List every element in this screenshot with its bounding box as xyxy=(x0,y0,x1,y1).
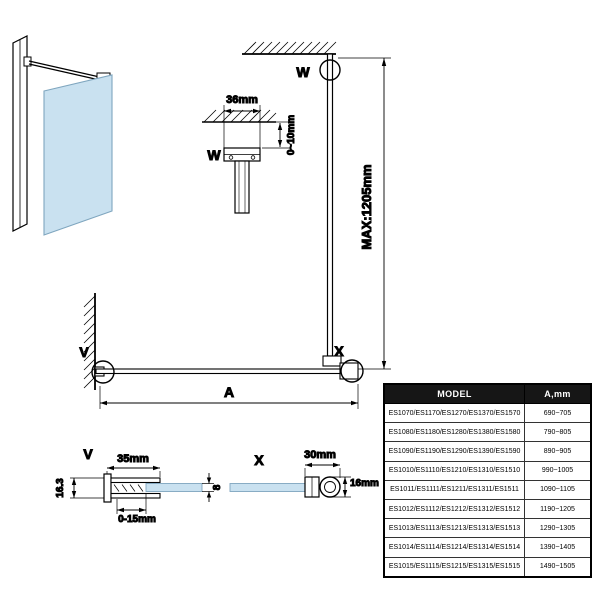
table-row: ES1080/ES1180/ES1280/ES1380/ES1580 790~8… xyxy=(383,422,592,443)
detail-x-view: X 30mm 16mm xyxy=(229,449,380,498)
table-row: ES1070/ES1170/ES1270/ES1370/ES1570 690~7… xyxy=(383,402,592,424)
model-cell: ES1070/ES1170/ES1270/ES1370/ES1570 xyxy=(383,402,525,424)
callout-circle-x xyxy=(340,359,364,383)
model-table: MODEL A,mm ES1070/ES1170/ES1270/ES1370/E… xyxy=(383,383,592,578)
col-header-model: MODEL xyxy=(383,383,525,404)
model-cell: ES1015/ES1115/ES1215/ES1315/ES1515 xyxy=(383,556,525,578)
a-cell: 1290~1305 xyxy=(524,518,592,539)
table-header-row: MODEL A,mm xyxy=(383,383,592,404)
callout-w-label: W xyxy=(296,64,310,80)
table-row: ES1012/ES1112/ES1212/ES1312/ES1512 1190~… xyxy=(383,498,592,520)
glass-section-v xyxy=(145,483,203,492)
callout-v-label: V xyxy=(79,344,89,360)
glass-section-x xyxy=(229,483,308,492)
a-cell: 1190~1205 xyxy=(524,498,592,520)
glass-panel xyxy=(43,74,113,236)
table-row: ES1011/ES1111/ES1211/ES1311/ES1511 1090~… xyxy=(383,479,592,500)
dim-0-10mm: 0~10mm xyxy=(262,114,298,156)
tube-section-inner xyxy=(324,481,336,493)
dim-16-3: 16.3 xyxy=(55,477,104,499)
detail-v-view: V 35mm 16.3 xyxy=(55,446,224,526)
a-cell: 890~905 xyxy=(524,441,592,462)
support-tube-section xyxy=(234,160,250,214)
a-cell: 990~1005 xyxy=(524,460,592,481)
glass-plan xyxy=(95,368,347,375)
gasket-hatch xyxy=(113,484,144,492)
dim-35mm: 35mm xyxy=(106,453,161,477)
dim-35mm-label: 35mm xyxy=(117,453,149,465)
dim-0-15mm-label: 0-15mm xyxy=(118,514,156,525)
callout-circle-v xyxy=(91,360,115,384)
plan-view: V X A xyxy=(79,293,364,409)
model-cell: ES1013/ES1113/ES1213/ES1313/ES1513 xyxy=(383,518,525,539)
table-row: ES1010/ES1110/ES1210/ES1310/ES1510 990~1… xyxy=(383,460,592,481)
table-row: ES1015/ES1115/ES1215/ES1315/ES1515 1490~… xyxy=(383,556,592,578)
bracket-screw xyxy=(228,155,234,160)
dim-36mm-label: 36mm xyxy=(226,94,258,106)
support-tube xyxy=(326,53,334,357)
ceiling-hatch-right xyxy=(243,41,337,55)
dim-16-3-label: 16.3 xyxy=(55,478,66,498)
dim-16mm: 16mm xyxy=(332,476,380,498)
detail-w-view: 36mm 0~10mm W xyxy=(202,94,298,214)
profile-bottom-plate xyxy=(110,492,161,499)
dim-a: A xyxy=(99,384,359,409)
dim-a-label: A xyxy=(224,384,234,400)
dim-0-10mm-label: 0~10mm xyxy=(286,115,297,155)
elevation-view: W MAX:1205mm xyxy=(242,41,391,370)
dim-max-label: MAX:1205mm xyxy=(359,164,374,249)
tube-elbow xyxy=(322,355,342,367)
iso-view xyxy=(12,35,113,236)
detail-v-label: V xyxy=(83,446,93,462)
table-row: ES1090/ES1190/ES1290/ES1390/ES1590 890~9… xyxy=(383,441,592,462)
dim-max: MAX:1205mm xyxy=(338,57,391,370)
model-cell: ES1090/ES1190/ES1290/ES1390/ES1590 xyxy=(383,441,525,462)
col-header-a: A,mm xyxy=(524,383,592,404)
dim-30mm-label: 30mm xyxy=(304,449,336,461)
detail-w-label: W xyxy=(207,147,221,163)
end-clamp-plan xyxy=(339,362,359,380)
a-cell: 690~705 xyxy=(524,402,592,424)
dim-0-15mm: 0-15mm xyxy=(116,493,157,526)
detail-x-label: X xyxy=(254,452,264,468)
support-bar xyxy=(28,60,105,79)
a-cell: 1390~1405 xyxy=(524,537,592,558)
wall-hatch xyxy=(83,295,96,389)
ceiling-hatch xyxy=(203,109,277,123)
table-row: ES1014/ES1114/ES1214/ES1314/ES1514 1390~… xyxy=(383,537,592,558)
tube-section-outer xyxy=(319,476,341,498)
model-cell: ES1011/ES1111/ES1211/ES1311/ES1511 xyxy=(383,479,525,500)
dim-16mm-label: 16mm xyxy=(350,478,379,489)
bracket-screw xyxy=(250,155,256,160)
dim-36mm: 36mm xyxy=(223,94,261,148)
model-cell: ES1080/ES1180/ES1280/ES1380/ES1580 xyxy=(383,422,525,443)
dim-8-label: 8 xyxy=(212,484,223,490)
profile-top-plate xyxy=(110,477,161,484)
dim-8: 8 xyxy=(202,473,224,502)
model-cell: ES1012/ES1112/ES1212/ES1312/ES1512 xyxy=(383,498,525,520)
model-cell: ES1010/ES1110/ES1210/ES1310/ES1510 xyxy=(383,460,525,481)
a-cell: 1490~1505 xyxy=(524,556,592,578)
table-row: ES1013/ES1113/ES1213/ES1313/ES1513 1290~… xyxy=(383,518,592,539)
callout-x-label: X xyxy=(334,343,344,359)
a-cell: 1090~1105 xyxy=(524,479,592,500)
wall-profile-plate xyxy=(103,473,112,503)
model-cell: ES1014/ES1114/ES1214/ES1314/ES1514 xyxy=(383,537,525,558)
callout-circle-w xyxy=(319,59,341,81)
a-cell: 790~805 xyxy=(524,422,592,443)
dim-30mm: 30mm xyxy=(304,449,341,478)
